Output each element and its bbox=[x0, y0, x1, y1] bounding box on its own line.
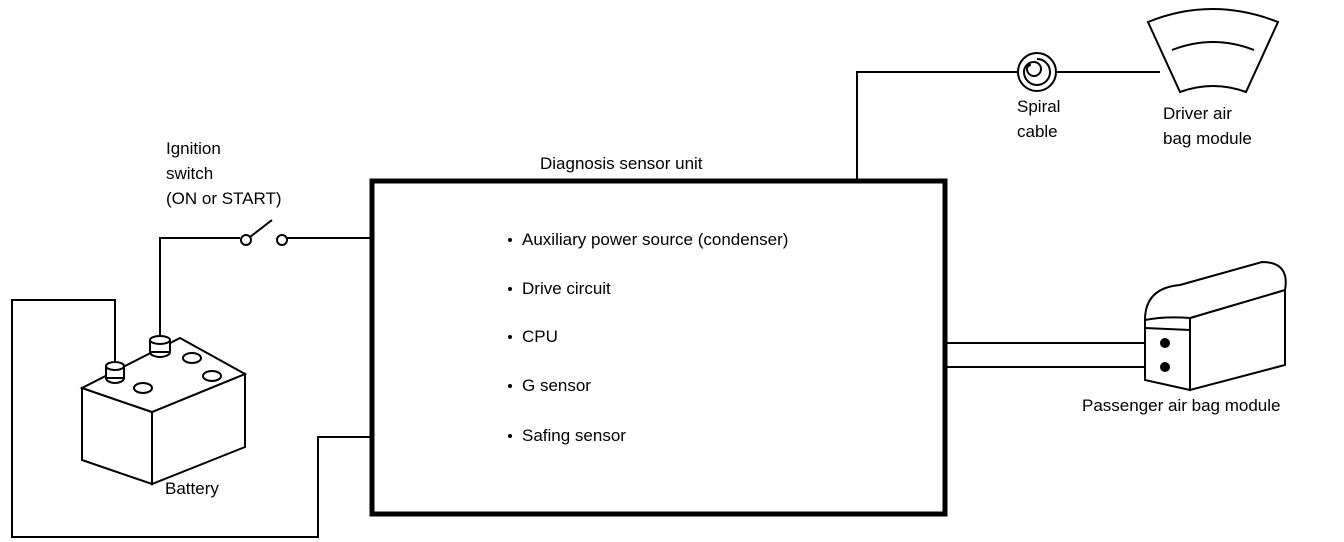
battery-icon bbox=[79, 335, 248, 486]
driver-airbag-label-line1: Driver air bbox=[1163, 104, 1232, 123]
passenger-airbag-label: Passenger air bag module bbox=[1082, 396, 1280, 415]
ignition-switch-icon bbox=[240, 219, 288, 246]
dsu-item: Drive circuit bbox=[522, 279, 611, 298]
dsu-item-bullet bbox=[508, 384, 512, 388]
spiral-cable-label-line1: Spiral bbox=[1017, 97, 1060, 116]
passenger-airbag-icon bbox=[1143, 260, 1287, 392]
driver-airbag-label-line2: bag module bbox=[1163, 129, 1252, 148]
passenger-airbag-terminal bbox=[1160, 338, 1170, 348]
battery-ground-wire bbox=[11, 299, 372, 538]
battery-label: Battery bbox=[165, 479, 219, 498]
dsu-item: G sensor bbox=[522, 376, 591, 395]
ignition-label-line3: (ON or START) bbox=[166, 189, 282, 208]
spiral-cable-label-line2: cable bbox=[1017, 122, 1058, 141]
ignition-label-line2: switch bbox=[166, 164, 213, 183]
passenger-airbag-terminal bbox=[1160, 362, 1170, 372]
spiral-cable-icon bbox=[1017, 52, 1057, 92]
diagnosis-sensor-unit-box bbox=[369, 178, 948, 517]
battery-positive-wire bbox=[159, 237, 240, 340]
dsu-item-bullet bbox=[508, 335, 512, 339]
dsu-item-list: Auxiliary power source (condenser) Drive… bbox=[508, 230, 788, 445]
ignition-label-line1: Ignition bbox=[166, 139, 221, 158]
dsu-item-bullet bbox=[508, 238, 512, 242]
dsu-title: Diagnosis sensor unit bbox=[540, 154, 703, 173]
dsu-item: CPU bbox=[522, 327, 558, 346]
dsu-item-bullet bbox=[508, 287, 512, 291]
driver-airbag-icon bbox=[1146, 8, 1280, 94]
dsu-item: Safing sensor bbox=[522, 426, 626, 445]
dsu-item: Auxiliary power source (condenser) bbox=[522, 230, 788, 249]
dsu-item-bullet bbox=[508, 434, 512, 438]
dsu-to-spiral-wire bbox=[856, 71, 1018, 181]
